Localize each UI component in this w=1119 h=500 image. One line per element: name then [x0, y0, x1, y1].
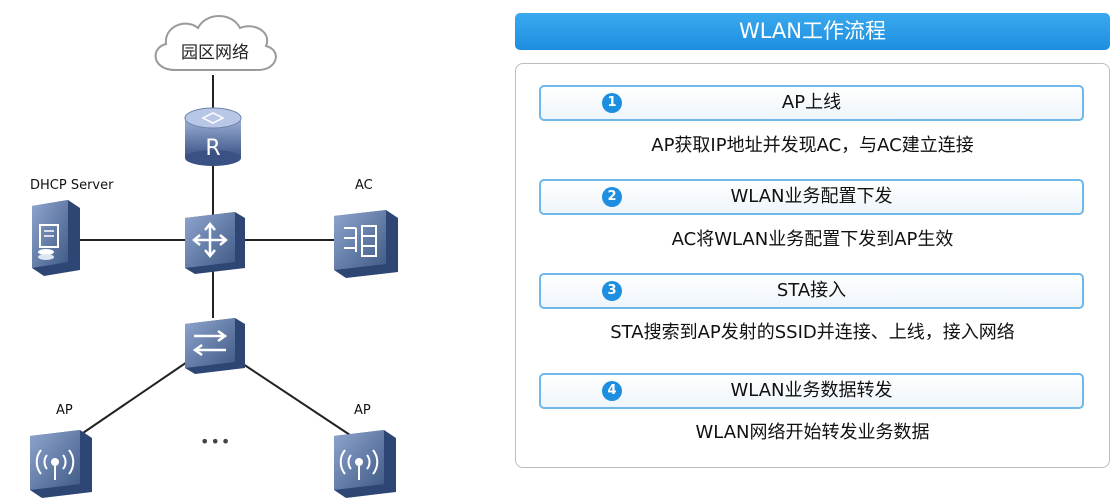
- ac-label: AC: [355, 178, 373, 193]
- ap-left-label: AP: [56, 403, 73, 418]
- step-4-label: WLAN业务数据转发: [730, 380, 893, 401]
- core-switch-icon: [185, 212, 245, 274]
- step-1-box: 1 AP上线: [539, 85, 1084, 121]
- step-3-box: 3 STA接入: [539, 273, 1084, 309]
- step-2-number-badge: 2: [602, 187, 622, 207]
- step-3-description: STA搜索到AP发射的SSID并连接、上线，接入网络: [610, 322, 1015, 343]
- step-4-number-badge: 4: [602, 381, 622, 401]
- step-1-description: AP获取IP地址并发现AC，与AC建立连接: [651, 135, 974, 156]
- cloud-label: 园区网络: [181, 43, 249, 63]
- ap-right-icon: [334, 430, 396, 498]
- step-2-description: AC将WLAN业务配置下发到AP生效: [671, 229, 954, 250]
- step-3-number-badge: 3: [602, 281, 622, 301]
- network-topology: R: [30, 15, 398, 498]
- step-2-box: 2 WLAN业务配置下发: [539, 179, 1084, 215]
- ac-controller-icon: [334, 210, 398, 278]
- network-links: [79, 75, 351, 436]
- link-access-ap-left: [79, 359, 191, 436]
- ap-left-icon: [30, 430, 92, 498]
- access-switch-icon: [185, 318, 245, 374]
- step-4-description: WLAN网络开始转发业务数据: [695, 422, 930, 443]
- step-3-label: STA接入: [776, 280, 847, 301]
- ap-right-label: AP: [354, 403, 371, 418]
- network-diagram: R: [0, 0, 470, 500]
- workflow-title: WLAN工作流程: [515, 13, 1110, 50]
- cloud-icon: [154, 15, 277, 71]
- step-2-label: WLAN业务配置下发: [730, 186, 893, 207]
- router-icon: R: [184, 107, 242, 166]
- dhcp-server-icon: [32, 200, 80, 276]
- step-1-label: AP上线: [781, 92, 842, 113]
- link-access-ap-right: [236, 359, 351, 436]
- more-aps-ellipsis: •••: [200, 432, 232, 451]
- svg-text:R: R: [205, 136, 220, 161]
- dhcp-server-label: DHCP Server: [30, 178, 114, 193]
- step-4-box: 4 WLAN业务数据转发: [539, 373, 1084, 409]
- step-1-number-badge: 1: [602, 93, 622, 113]
